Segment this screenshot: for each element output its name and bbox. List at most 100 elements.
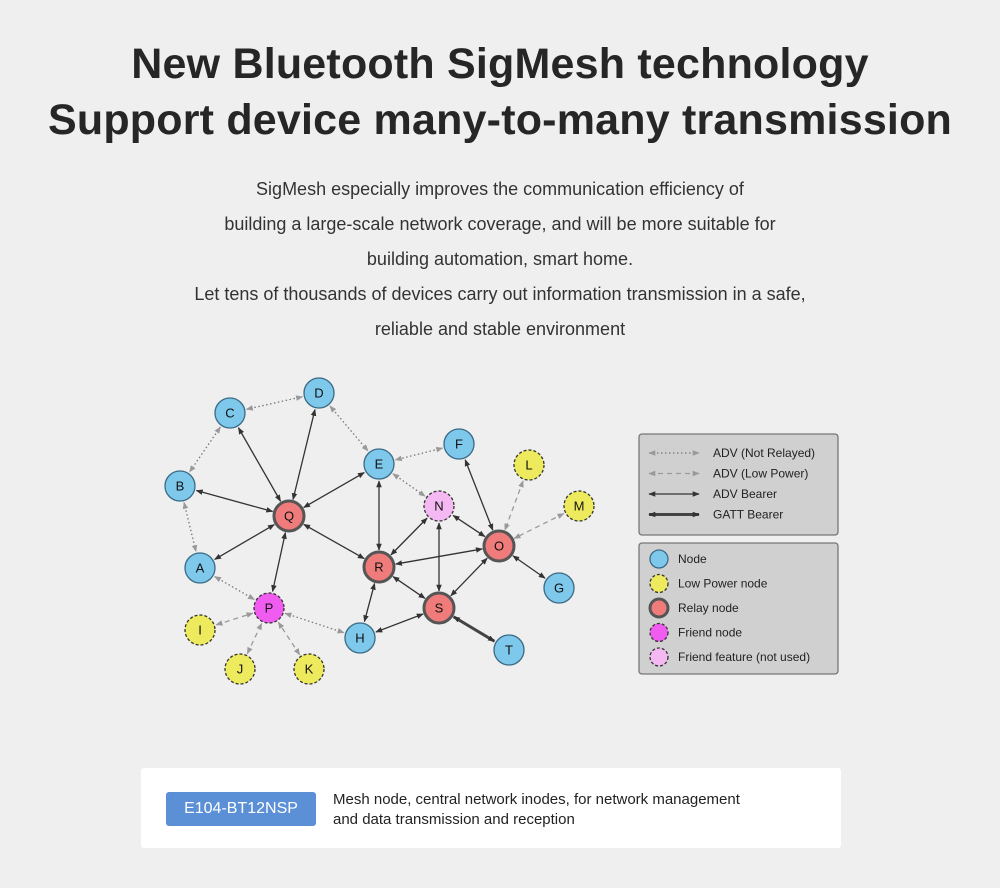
node-t: T (493, 634, 525, 666)
node-label: A (196, 561, 205, 576)
product-description-line: and data transmission and reception (333, 811, 575, 828)
legend-node-swatch (649, 573, 669, 594)
node-c: C (214, 397, 246, 429)
diagram-edges (182, 395, 565, 656)
edge-Q-A (214, 524, 275, 560)
description: SigMesh especially improves the communic… (0, 172, 1000, 347)
legend-node-label: Friend node (678, 626, 742, 640)
edge-Q-E (303, 471, 365, 509)
diagram-legend: ADV (Not Relayed)ADV (Low Power)ADV Bear… (638, 433, 839, 675)
node-m-circle (563, 490, 595, 522)
node-j: J (224, 653, 256, 685)
edge-S-O (450, 557, 488, 597)
node-n: N (423, 490, 455, 522)
node-f: F (443, 428, 475, 460)
node-b: B (164, 470, 196, 502)
node-label: D (314, 386, 323, 401)
node-q-circle (272, 499, 306, 533)
node-label: O (494, 539, 504, 554)
node-p: P (253, 592, 285, 624)
legend-node-label: Friend feature (not used) (678, 650, 810, 664)
edge-R-N (390, 517, 428, 556)
node-label: K (305, 662, 314, 677)
node-h: H (344, 622, 376, 654)
node-h-circle (344, 622, 376, 654)
node-label: B (176, 479, 185, 494)
edge-D-E (329, 405, 369, 452)
node-b-circle (164, 470, 196, 502)
edge-Q-R (303, 523, 365, 560)
legend-node-swatch (649, 549, 669, 569)
legend-line-label: GATT Bearer (713, 508, 783, 522)
legend-node-swatch-circle (649, 647, 669, 667)
legend-nodes-box (638, 542, 839, 675)
node-f-circle (443, 428, 475, 460)
node-label: T (505, 643, 513, 658)
edge-J-P (246, 622, 263, 655)
node-label: H (355, 631, 364, 646)
node-label: L (525, 458, 532, 473)
node-p-circle (253, 592, 285, 624)
node-l: L (513, 449, 545, 481)
node-a-circle (184, 552, 216, 584)
edge-L-O (504, 480, 524, 531)
title-line-1: New Bluetooth SigMesh technology (131, 40, 869, 88)
node-label: J (237, 662, 244, 677)
node-g: G (543, 572, 575, 604)
edge-E-N (392, 473, 426, 497)
edge-C-B (189, 426, 221, 473)
node-label: F (455, 437, 463, 452)
title-line-2: Support device many-to-many transmission (47, 96, 953, 144)
product-description: Mesh node, central network inodes, for n… (333, 790, 823, 830)
node-label: E (375, 457, 384, 472)
node-l-circle (513, 449, 545, 481)
node-s-circle (422, 591, 456, 625)
node-e: E (363, 448, 395, 480)
node-d-circle (303, 377, 335, 409)
legend-node-swatch-circle (649, 549, 669, 569)
edge-S-T (452, 615, 496, 643)
node-r-circle (362, 550, 396, 584)
description-line: SigMesh especially improves the communic… (256, 179, 744, 199)
legend-lines-box (638, 433, 839, 536)
node-label: M (574, 499, 585, 514)
legend-node-swatch-circle (648, 597, 670, 619)
node-t-circle (493, 634, 525, 666)
legend-line-label: ADV (Low Power) (713, 467, 808, 481)
description-line: reliable and stable environment (374, 319, 626, 339)
edge-S-H (375, 613, 424, 633)
edge-K-P (277, 621, 301, 656)
edge-O-G (512, 555, 546, 579)
node-o-circle (482, 529, 516, 563)
node-s: S (422, 591, 456, 625)
legend-node-label: Node (678, 552, 707, 566)
edge-C-D (245, 395, 304, 411)
node-k-circle (293, 653, 325, 685)
edge-O-N (452, 514, 486, 538)
description-line: building a large-scale network coverage,… (224, 214, 776, 234)
edge-B-A (182, 501, 198, 553)
edge-H-R (363, 582, 376, 623)
description-line: Let tens of thousands of devices carry o… (194, 284, 806, 304)
node-i-circle (184, 614, 216, 646)
node-i: I (184, 614, 216, 646)
legend-node-swatch-circle (649, 573, 669, 594)
edge-Q-C (237, 427, 282, 502)
node-o: O (482, 529, 516, 563)
edge-F-E (394, 446, 444, 462)
edge-Q-D (291, 408, 317, 501)
node-label: Q (284, 509, 294, 524)
node-n-circle (423, 490, 455, 522)
legend-node-label: Low Power node (678, 577, 768, 591)
edge-R-S (392, 576, 426, 599)
node-label: S (435, 601, 444, 616)
node-label: I (198, 623, 202, 638)
legend-node-swatch (649, 622, 669, 643)
node-label: P (265, 601, 274, 616)
legend-node-swatch-circle (649, 622, 669, 643)
product-card: E104-BT12NSP Mesh node, central network … (141, 768, 841, 848)
edge-I-P (215, 612, 254, 626)
edge-Q-B (195, 489, 274, 513)
